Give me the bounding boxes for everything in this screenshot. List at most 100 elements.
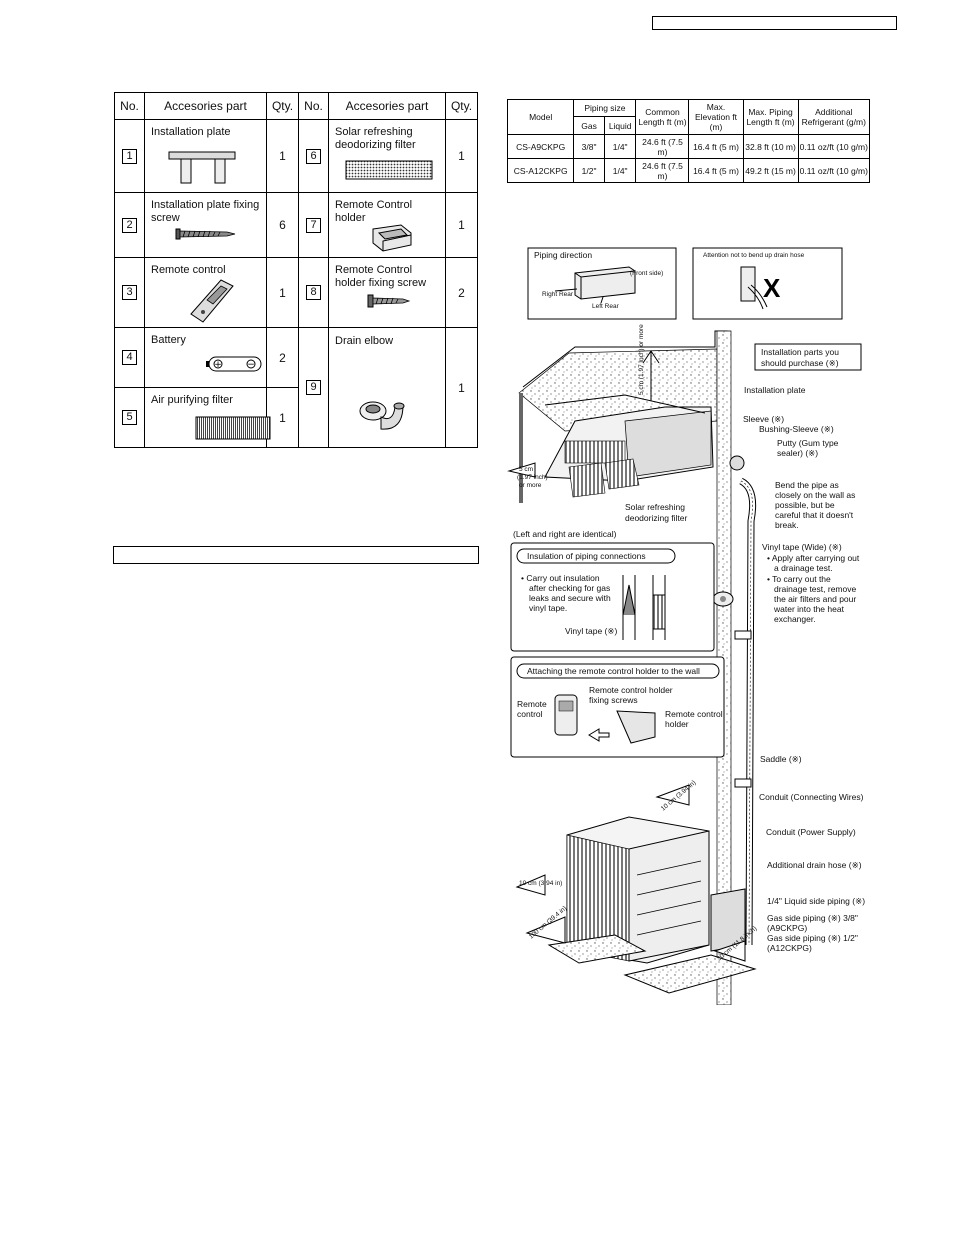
clearance-top: 5 cm (1.97 inch) or more — [638, 324, 645, 395]
air-filter-icon — [195, 416, 271, 440]
cell-common: 24.6 ft (7.5 m) — [635, 134, 690, 159]
item-name: Remote control — [151, 264, 226, 276]
vinyl-note2-d: water into the heat — [773, 604, 845, 614]
drain-elbow-icon — [359, 401, 405, 430]
col-max-elevation: Max. Elevation ft (m) — [688, 99, 744, 135]
item-qty: 2 — [266, 327, 299, 388]
liquid-piping-label: 1/4" Liquid side piping (※) — [767, 896, 865, 906]
piping-table: Model Piping size Common Length ft (m) M… — [506, 99, 871, 183]
purchase-note-line2: should purchase (※) — [761, 358, 839, 368]
bend-label-3: possible, but be — [775, 500, 835, 510]
clearance-side: 5 cm — [519, 466, 533, 473]
cell-liquid: 1/4" — [603, 158, 637, 183]
conduit-power-label: Conduit (Power Supply) — [766, 827, 856, 837]
bend-label-2: closely on the wall as — [775, 490, 855, 500]
item-number: 8 — [306, 285, 321, 300]
item-qty: 1 — [445, 119, 478, 193]
gas-model-2: (A12CKPG) — [767, 943, 812, 953]
conduit-wires-label: Conduit (Connecting Wires) — [759, 792, 864, 802]
col-model: Model — [506, 99, 575, 135]
item-qty: 1 — [266, 387, 299, 448]
item-name: Solar refreshing deodorizing filter — [335, 126, 416, 151]
left-right-identical: (Left and right are identical) — [513, 529, 617, 539]
item-number: 2 — [122, 217, 137, 233]
col-gas: Gas — [573, 116, 605, 135]
remote-label-1: Remote — [517, 699, 547, 709]
svg-text:−: − — [247, 360, 255, 370]
item-number: 4 — [122, 350, 137, 365]
cell-max-length: 49.2 ft (15 m) — [742, 158, 799, 183]
header-part: Accesories part — [144, 92, 267, 120]
col-additional: Additional Refrigerant (g/m) — [797, 99, 871, 135]
insulation-text-3: leaks and secure with — [529, 593, 611, 603]
right-rear-label: Right Rear — [542, 291, 574, 298]
solar-filter-label-2: deodorizing filter — [625, 513, 688, 523]
vinyl-note2-c: the air filters and pour — [774, 594, 856, 604]
accessories-table: No. Accesories part Qty. No. Accesories … — [114, 92, 478, 448]
screw-icon — [175, 228, 236, 240]
item-qty: 1 — [266, 257, 299, 328]
cell-additional: 0.11 oz/ft (10 g/m) — [797, 158, 871, 183]
header-no: No. — [298, 92, 329, 120]
cell-gas: 1/2" — [573, 158, 605, 183]
cell-max-length: 32.8 ft (10 m) — [742, 134, 799, 159]
left-rear-label: Left Rear — [592, 303, 620, 310]
installation-plate-icon — [168, 151, 236, 184]
remote-holder-label-2: holder — [665, 719, 689, 729]
saddle-label: Saddle (※) — [760, 754, 802, 764]
item-number: 1 — [122, 148, 137, 164]
section-title-bar — [113, 546, 479, 564]
item-number: 6 — [306, 148, 321, 164]
gas-model-1: (A9CKPG) — [767, 923, 807, 933]
item-name: Battery — [151, 334, 186, 346]
item-qty: 1 — [445, 192, 478, 258]
bushing-sleeve-label: Bushing-Sleeve (※) — [759, 424, 834, 434]
item-name: Installation plate fixing screw — [151, 199, 260, 224]
insulation-text-4: vinyl tape. — [529, 603, 567, 613]
holder-screws-2: fixing screws — [589, 695, 638, 705]
gas-piping-1: Gas side piping (※) 3/8" — [767, 913, 858, 923]
item-name: Air purifying filter — [151, 394, 233, 406]
item-number: 3 — [122, 285, 137, 300]
item-name: Remote Control holder — [335, 199, 413, 224]
item-number: 9 — [306, 380, 321, 395]
cell-additional: 0.11 oz/ft (10 g/m) — [797, 134, 871, 159]
col-common-length: Common Length ft (m) — [635, 99, 690, 135]
svg-text:+: + — [214, 360, 222, 370]
clearance-10-left: 10 cm (3.94 in) — [519, 880, 562, 887]
header-no: No. — [114, 92, 145, 120]
item-qty: 2 — [445, 257, 478, 328]
item-qty: 6 — [266, 192, 299, 258]
header-qty: Qty. — [445, 92, 478, 120]
cell-common: 24.6 ft (7.5 m) — [635, 158, 690, 183]
attention-box — [692, 247, 843, 320]
screw-icon — [367, 294, 411, 308]
cell-elevation: 16.4 ft (5 m) — [688, 134, 744, 159]
piping-direction-label: Piping direction — [534, 250, 592, 260]
remote-control-icon — [190, 279, 234, 323]
vinyl-tape-wide-label: Vinyl tape (Wide) (※) — [762, 542, 842, 552]
drain-hose-label: Additional drain hose (※) — [767, 860, 862, 870]
attention-label: Attention not to bend up drain hose — [703, 252, 805, 259]
clearance-side-more: or more — [519, 482, 542, 489]
item-name: Drain elbow — [335, 334, 394, 347]
item-qty: 1 — [445, 327, 478, 448]
bend-label-5: break. — [775, 520, 799, 530]
header-box — [652, 16, 897, 30]
sleeve-label: Sleeve (※) — [743, 414, 784, 424]
holder-screws-1: Remote control holder — [589, 685, 673, 695]
putty-label-2: sealer) (※) — [777, 448, 818, 458]
holder-icon — [372, 224, 412, 252]
vinyl-note1-b: a drainage test. — [774, 563, 833, 573]
vinyl-note2-e: exchanger. — [774, 614, 816, 624]
bend-label-4: careful that it doesn't — [775, 510, 854, 520]
insulation-title: Insulation of piping connections — [527, 551, 646, 561]
col-piping-size: Piping size — [573, 99, 637, 117]
vinyl-note1-a: • Apply after carrying out — [767, 553, 860, 563]
solar-filter-label-1: Solar refreshing — [625, 502, 685, 512]
battery-icon: + − — [206, 356, 262, 372]
item-name: Installation plate — [151, 126, 231, 138]
cell-liquid: 1/4" — [603, 134, 637, 159]
installation-plate-label: Installation plate — [744, 385, 806, 395]
header-qty: Qty. — [266, 92, 299, 120]
